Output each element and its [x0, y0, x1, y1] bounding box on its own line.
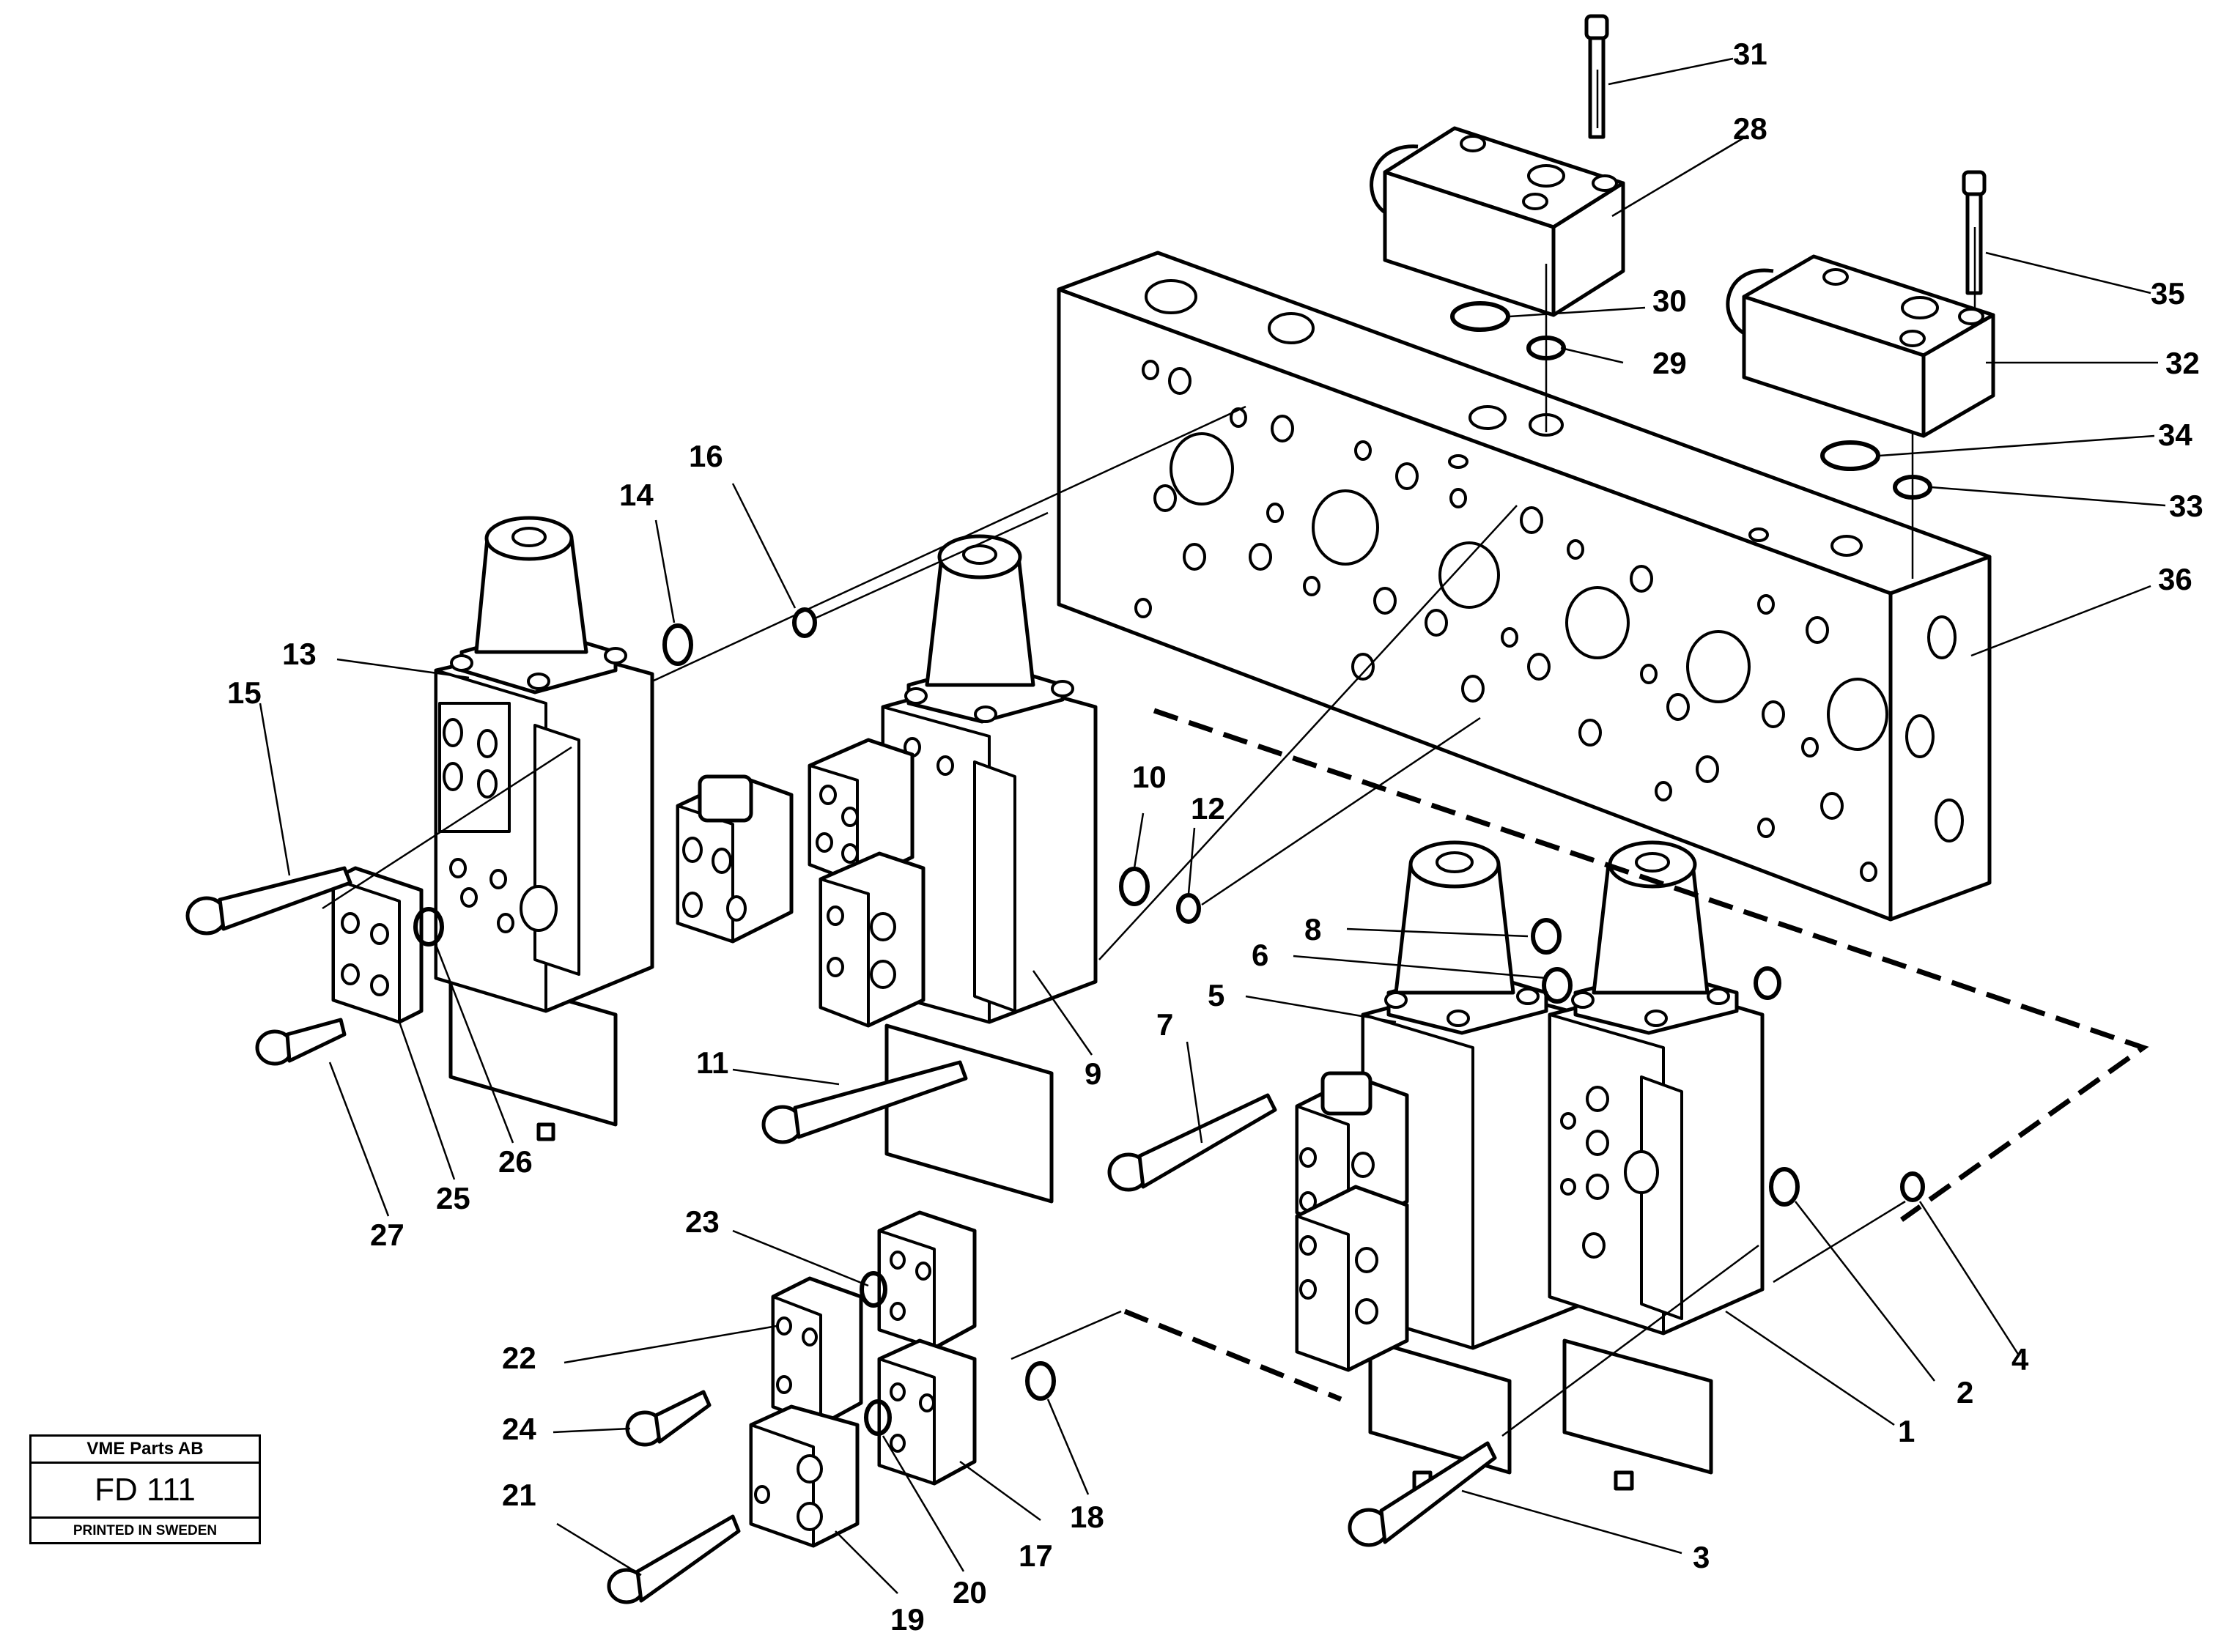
o-ring-18 — [1025, 1361, 1056, 1401]
valve-1 — [1548, 840, 1765, 1491]
callout-35: 35 — [2151, 276, 2185, 311]
cover-plate-25 — [331, 866, 424, 1024]
callout-19: 19 — [890, 1602, 925, 1637]
callout-10: 10 — [1132, 760, 1167, 794]
washer-4 — [1900, 1171, 1925, 1202]
callout-21: 21 — [502, 1478, 536, 1512]
pilot-solenoid-upper — [808, 738, 915, 885]
block-17 — [877, 1338, 977, 1486]
callout-2: 2 — [1957, 1375, 1973, 1410]
title-block: VME Parts AB FD 111 PRINTED IN SWEDEN — [29, 1434, 261, 1544]
callout-17: 17 — [1019, 1538, 1053, 1573]
o-ring-10 — [1119, 867, 1150, 906]
block-19 — [749, 1404, 860, 1548]
washer-8 — [1531, 918, 1562, 955]
pilot-block-5-lower — [1295, 1185, 1409, 1372]
leader-lines — [259, 57, 2166, 1594]
screw-3 — [1348, 1441, 1497, 1547]
screw-7 — [1107, 1093, 1277, 1192]
o-ring-34 — [1820, 440, 1880, 471]
assembly-axes — [322, 70, 1976, 1437]
callout-20: 20 — [953, 1575, 987, 1610]
screw-24 — [625, 1390, 712, 1447]
callout-29: 29 — [1652, 346, 1687, 380]
o-ring-20 — [864, 1399, 892, 1436]
washer-12 — [1176, 893, 1201, 924]
callout-6: 6 — [1252, 938, 1268, 972]
callout-22: 22 — [502, 1341, 536, 1375]
o-ring-30 — [1450, 301, 1510, 332]
callout-9: 9 — [1085, 1056, 1101, 1091]
callout-30: 30 — [1652, 284, 1687, 318]
screw-15 — [185, 866, 352, 936]
block-22 — [771, 1276, 863, 1427]
o-ring-23 — [860, 1271, 887, 1308]
callout-31: 31 — [1733, 37, 1767, 71]
valve-13 — [434, 516, 654, 1141]
valve-block-36 — [1057, 251, 1992, 922]
callout-15: 15 — [227, 675, 262, 710]
assembly-outline-upper — [1153, 708, 2149, 1222]
callout-labels: 1 2 3 4 5 6 7 8 9 10 11 12 13 14 15 16 1… — [227, 37, 2203, 1637]
callout-3: 3 — [1693, 1540, 1710, 1574]
callout-13: 13 — [282, 637, 317, 671]
screw-21 — [607, 1514, 741, 1604]
o-ring-6b — [1754, 966, 1781, 1000]
block-upper-right — [877, 1210, 977, 1350]
pilot-block-left — [676, 774, 794, 944]
solenoid-32 — [1726, 254, 1995, 438]
callout-1: 1 — [1898, 1414, 1915, 1448]
callout-11: 11 — [696, 1045, 728, 1080]
o-ring-6 — [1542, 967, 1573, 1004]
washer-16 — [792, 607, 817, 638]
solenoid-28 — [1370, 126, 1625, 317]
assembly-outline-lower — [1123, 1308, 1342, 1402]
callout-14: 14 — [619, 478, 654, 512]
callout-33: 33 — [2169, 489, 2203, 523]
screw-27 — [255, 1018, 347, 1066]
callout-32: 32 — [2165, 346, 2200, 380]
o-ring-26 — [413, 907, 444, 947]
callout-16: 16 — [689, 439, 723, 473]
callout-36: 36 — [2158, 562, 2192, 596]
callout-28: 28 — [1733, 111, 1767, 146]
callout-5: 5 — [1208, 978, 1224, 1012]
callout-23: 23 — [685, 1204, 720, 1239]
callout-4: 4 — [2011, 1342, 2029, 1377]
callout-26: 26 — [498, 1144, 533, 1179]
callout-34: 34 — [2158, 418, 2192, 452]
pilot-solenoid-lower — [819, 851, 926, 1028]
screw-11 — [761, 1060, 968, 1144]
valve-5 — [1361, 840, 1585, 1491]
printed-note: PRINTED IN SWEDEN — [73, 1523, 218, 1538]
figure-code: FD 111 — [32, 1464, 259, 1519]
callout-8: 8 — [1304, 912, 1321, 947]
callout-25: 25 — [436, 1181, 470, 1215]
o-ring-2 — [1769, 1167, 1800, 1207]
o-ring-14 — [662, 623, 693, 666]
callout-12: 12 — [1191, 791, 1225, 826]
callout-24: 24 — [502, 1412, 536, 1446]
company-name: VME Parts AB — [32, 1437, 259, 1464]
callout-27: 27 — [370, 1218, 404, 1252]
callout-18: 18 — [1070, 1500, 1104, 1534]
callout-7: 7 — [1156, 1007, 1173, 1042]
